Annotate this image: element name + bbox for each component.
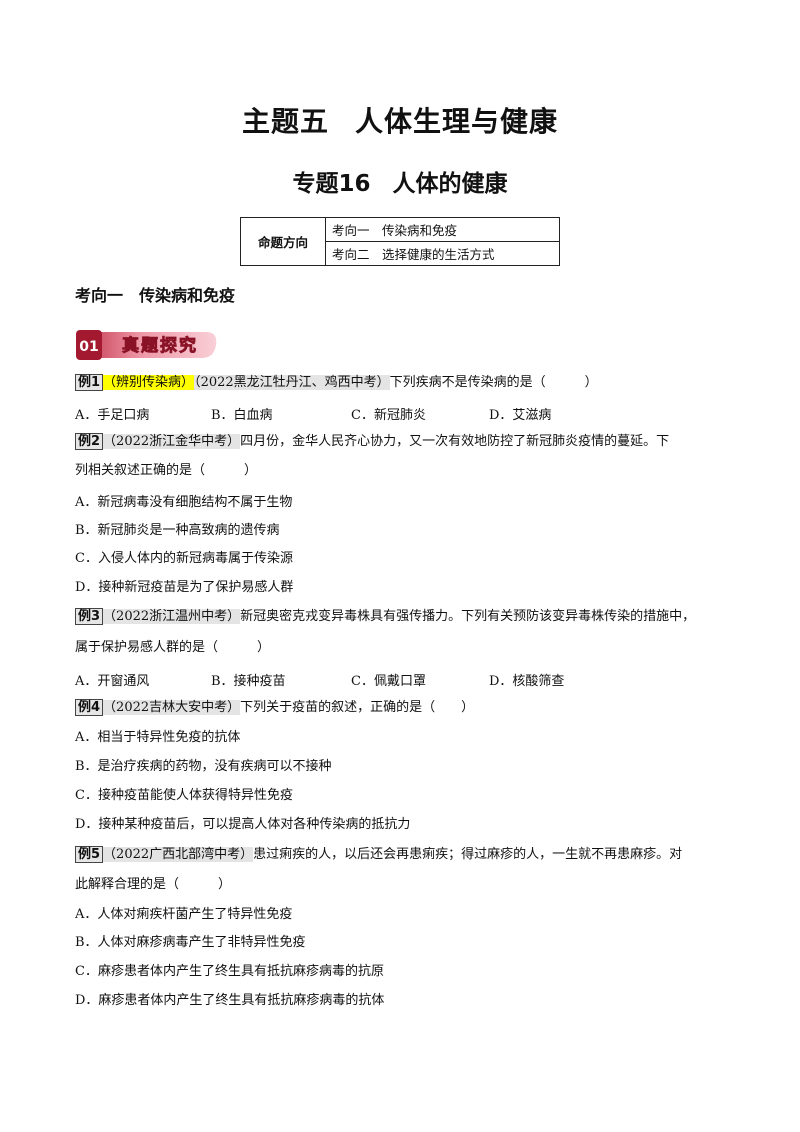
example-2-question: 四月份，金华人民齐心协力，又一次有效地防控了新冠肺炎疫情的蔓延。下 xyxy=(240,434,670,449)
example-2-stem-cont: 列相关叙述正确的是（ ） xyxy=(75,463,258,478)
example-1-option-b: B．白血病 xyxy=(211,408,273,423)
example-4-option-d: D．接种某种疫苗后，可以提高人体对各种传染病的抵抗力 xyxy=(75,817,411,832)
direction-table: 命题方向 考向一 传染病和免疫 考向二 选择健康的生活方式 xyxy=(240,217,560,266)
example-1-stem: 例1（辨别传染病）（2022黑龙江牡丹江、鸡西中考）下列疾病不是传染病的是（ ） xyxy=(75,373,598,393)
example-4-source: （2022吉林大安中考） xyxy=(103,700,241,715)
banner-ribbon xyxy=(78,332,217,358)
section-banner: 01 真题探究 xyxy=(76,330,217,360)
example-3-stem: 例3（2022浙江温州中考）新冠奥密克戎变异毒株具有强传播力。下列有关预防该变异… xyxy=(75,607,695,627)
example-5-stem: 例5（2022广西北部湾中考）患过痢疾的人，以后还会再患痢疾；得过麻疹的人，一生… xyxy=(75,845,682,865)
banner-text: 真题探究 xyxy=(122,335,198,356)
example-5-source: （2022广西北部湾中考） xyxy=(103,847,254,862)
subtitle-part2: 人体的健康 xyxy=(392,171,508,197)
example-1-option-d: D．艾滋病 xyxy=(489,408,552,423)
example-1-option-c: C．新冠肺炎 xyxy=(351,408,426,423)
example-4-option-b: B．是治疗疾病的药物，没有疾病可以不接种 xyxy=(75,759,332,774)
example-3-question: 新冠奥密克戎变异毒株具有强传播力。下列有关预防该变异毒株传染的措施中， xyxy=(240,609,696,624)
example-1-option-a: A．手足口病 xyxy=(75,408,150,423)
main-title-part1: 主题五 xyxy=(241,105,329,138)
direction-label: 命题方向 xyxy=(240,217,326,266)
example-3-option-a: A．开窗通风 xyxy=(75,674,150,689)
example-4-question: 下列关于疫苗的叙述，正确的是（ ） xyxy=(240,700,475,715)
example-5-stem-cont: 此解释合理的是（ ） xyxy=(75,877,232,892)
example-1-question: 下列疾病不是传染病的是（ ） xyxy=(389,375,598,390)
example-4-option-c: C．接种疫苗能使人体获得特异性免疫 xyxy=(75,788,293,803)
example-1-source: （2022黑龙江牡丹江、鸡西中考） xyxy=(194,375,390,390)
example-1-highlight: （辨别传染病） xyxy=(103,375,195,390)
section-heading: 考向一传染病和免疫 xyxy=(75,282,235,306)
example-3-source: （2022浙江温州中考） xyxy=(103,609,241,624)
example-2-option-b: B．新冠肺炎是一种高致病的遗传病 xyxy=(75,523,280,538)
example-5-question: 患过痢疾的人，以后还会再患痢疾；得过麻疹的人，一生就不再患麻疹。对 xyxy=(253,847,683,862)
subtitle-part1: 专题16 xyxy=(292,171,371,197)
example-2-option-a: A．新冠病毒没有细胞结构不属于生物 xyxy=(75,495,293,510)
example-3-option-d: D．核酸筛查 xyxy=(489,674,565,689)
example-3-option-c: C．佩戴口罩 xyxy=(351,674,426,689)
example-2-option-d: D．接种新冠疫苗是为了保护易感人群 xyxy=(75,580,294,595)
direction-row-2: 考向二 选择健康的生活方式 xyxy=(325,241,560,266)
example-1-tag: 例1 xyxy=(75,374,104,391)
example-5-tag: 例5 xyxy=(75,846,104,863)
banner-number-badge xyxy=(76,330,102,360)
example-2-source: （2022浙江金华中考） xyxy=(103,434,241,449)
main-title-part2: 人体生理与健康 xyxy=(355,105,559,138)
banner-number: 01 xyxy=(79,339,98,355)
section-heading-part2: 传染病和免疫 xyxy=(139,286,236,305)
direction-row-1: 考向一 传染病和免疫 xyxy=(325,217,560,242)
example-3-option-b: B．接种疫苗 xyxy=(211,674,286,689)
example-5-option-b: B．人体对麻疹病毒产生了非特异性免疫 xyxy=(75,935,306,950)
example-2-stem: 例2（2022浙江金华中考）四月份，金华人民齐心协力，又一次有效地防控了新冠肺炎… xyxy=(75,432,669,452)
subtitle: 专题16 人体的健康 xyxy=(0,164,800,198)
example-4-stem: 例4（2022吉林大安中考）下列关于疫苗的叙述，正确的是（ ） xyxy=(75,698,474,718)
example-4-option-a: A．相当于特异性免疫的抗体 xyxy=(75,730,241,745)
example-4-tag: 例4 xyxy=(75,699,104,716)
example-5-option-d: D．麻疹患者体内产生了终生具有抵抗麻疹病毒的抗体 xyxy=(75,993,385,1008)
example-3-stem-cont: 属于保护易感人群的是（ ） xyxy=(75,640,271,655)
example-3-tag: 例3 xyxy=(75,608,104,625)
example-5-option-a: A．人体对痢疾杆菌产生了特异性免疫 xyxy=(75,907,293,922)
example-2-tag: 例2 xyxy=(75,433,104,450)
example-5-option-c: C．麻疹患者体内产生了终生具有抵抗麻疹病毒的抗原 xyxy=(75,964,384,979)
example-2-option-c: C．入侵人体内的新冠病毒属于传染源 xyxy=(75,551,293,566)
section-heading-part1: 考向一 xyxy=(75,286,124,305)
main-title: 主题五人体生理与健康 xyxy=(0,100,800,140)
